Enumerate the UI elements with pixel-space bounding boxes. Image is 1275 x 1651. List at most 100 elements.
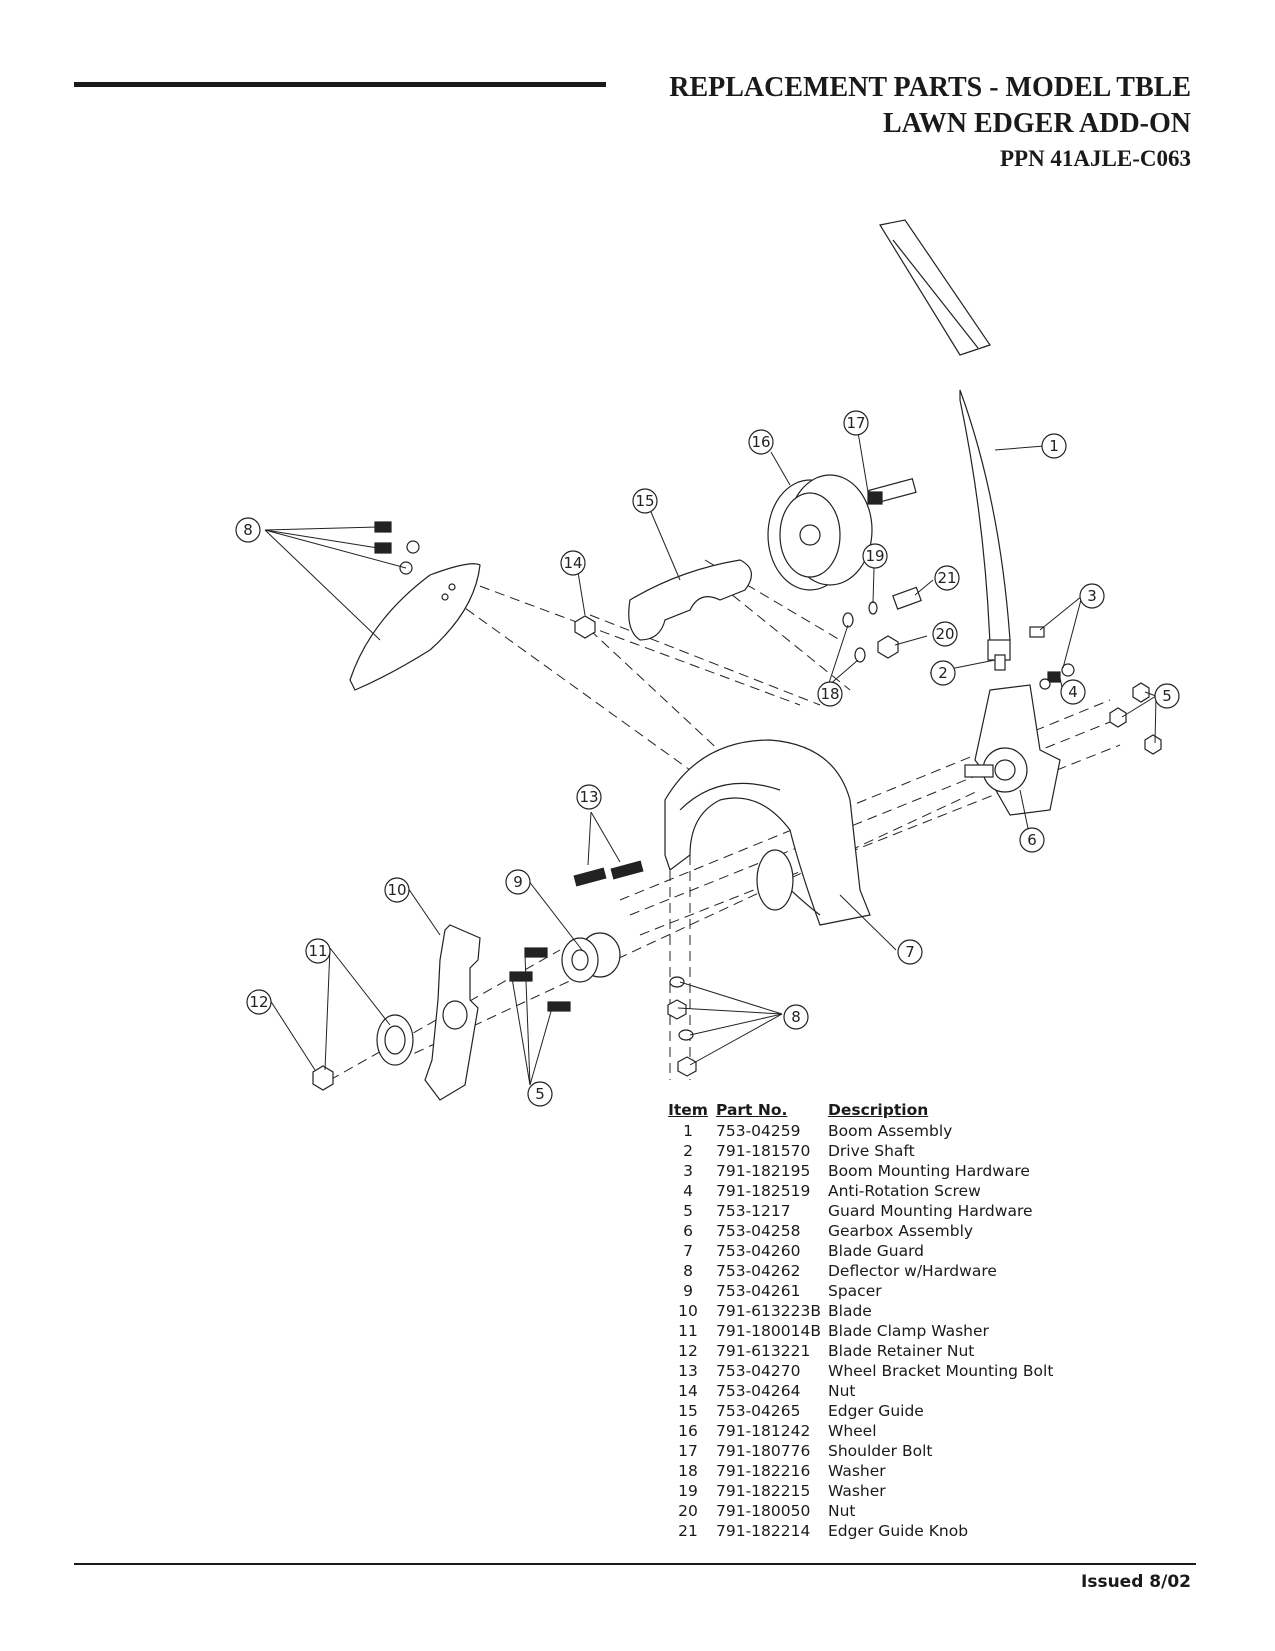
svg-text:11: 11 [308, 942, 327, 960]
callout-7: 7 [897, 939, 923, 965]
svg-text:13: 13 [579, 788, 598, 806]
part-description: Blade Clamp Washer [828, 1322, 989, 1340]
header-rule [74, 82, 606, 87]
svg-text:4: 4 [1068, 683, 1078, 701]
page-title: REPLACEMENT PARTS - MODEL TBLE [669, 72, 1191, 103]
callout-18: 18 [817, 681, 843, 707]
svg-text:6: 6 [1027, 831, 1037, 849]
part-number: 791-613221 [716, 1342, 811, 1360]
part-description: Blade Guard [828, 1242, 925, 1260]
item-number: 14 [678, 1382, 698, 1400]
svg-text:2: 2 [938, 664, 948, 682]
item-number: 18 [678, 1462, 698, 1480]
page-subtitle: LAWN EDGER ADD-ON [882, 108, 1191, 139]
svg-text:18: 18 [820, 685, 839, 703]
item-number: 21 [678, 1522, 698, 1540]
svg-text:7: 7 [905, 943, 915, 961]
part-description: Guard Mounting Hardware [828, 1202, 1033, 1220]
part-number: 791-182216 [716, 1462, 811, 1480]
part-number: 791-181242 [716, 1422, 811, 1440]
item-number: 9 [683, 1282, 693, 1300]
parts-table-header: Item Part No. Description [660, 1099, 1053, 1121]
callout-14: 14 [560, 550, 586, 576]
svg-text:5: 5 [535, 1085, 545, 1103]
part-description: Wheel [828, 1422, 877, 1440]
callout-10: 10 [384, 877, 410, 903]
callout-12: 12 [246, 989, 272, 1015]
part-description: Spacer [828, 1282, 882, 1300]
part-number: 791-182195 [716, 1162, 811, 1180]
table-row: 6 753-04258 Gearbox Assembly [660, 1221, 1053, 1241]
part-number: 791-182519 [716, 1182, 811, 1200]
part-description: Deflector w/Hardware [828, 1262, 997, 1280]
item-number: 4 [683, 1182, 693, 1200]
table-row: 20 791-180050 Nut [660, 1501, 1053, 1521]
part-description: Shoulder Bolt [828, 1442, 933, 1460]
svg-text:8: 8 [243, 521, 253, 539]
callout-5b: 5 [527, 1081, 553, 1107]
header-part-no: Part No. [716, 1101, 788, 1119]
svg-text:20: 20 [935, 625, 954, 643]
callout-3: 3 [1079, 583, 1105, 609]
callout-11: 11 [305, 938, 331, 964]
callout-15: 15 [632, 488, 658, 514]
callout-8b: 8 [783, 1004, 809, 1030]
part-number: 753-04260 [716, 1242, 801, 1260]
header-item: Item [668, 1101, 708, 1119]
item-number: 8 [683, 1262, 693, 1280]
callout-1: 1 [1041, 433, 1067, 459]
part-number: 753-04258 [716, 1222, 801, 1240]
svg-text:12: 12 [249, 993, 268, 1011]
part-description: Washer [828, 1482, 886, 1500]
part-number: 791-180776 [716, 1442, 811, 1460]
item-number: 13 [678, 1362, 698, 1380]
callout-13: 13 [576, 784, 602, 810]
item-number: 3 [683, 1162, 693, 1180]
issued-date: Issued 8/02 [1081, 1572, 1191, 1592]
part-description: Gearbox Assembly [828, 1222, 974, 1240]
part-description: Anti-Rotation Screw [828, 1182, 981, 1200]
part-description: Washer [828, 1462, 886, 1480]
callout-19: 19 [862, 543, 888, 569]
part-number: 791-613223B [716, 1302, 821, 1320]
table-row: 4 791-182519 Anti-Rotation Screw [660, 1181, 1053, 1201]
part-description: Nut [828, 1502, 856, 1520]
item-number: 6 [683, 1222, 693, 1240]
item-number: 15 [678, 1402, 698, 1420]
svg-text:5: 5 [1162, 687, 1172, 705]
item-number: 10 [678, 1302, 698, 1320]
ppn-number: PPN 41AJLE-C063 [999, 146, 1191, 171]
part-number: 791-180050 [716, 1502, 811, 1520]
item-number: 1 [683, 1122, 693, 1140]
item-number: 19 [678, 1482, 698, 1500]
callout-20: 20 [932, 621, 958, 647]
part-description: Blade [828, 1302, 872, 1320]
svg-text:17: 17 [846, 414, 865, 432]
item-number: 20 [678, 1502, 698, 1520]
callout-16: 16 [748, 429, 774, 455]
part-description: Drive Shaft [828, 1142, 915, 1160]
part-number: 753-04265 [716, 1402, 801, 1420]
callout-6: 6 [1019, 827, 1045, 853]
part-number: 753-1217 [716, 1202, 791, 1220]
item-number: 11 [678, 1322, 698, 1340]
part-description: Boom Assembly [828, 1122, 953, 1140]
part-number: 753-04262 [716, 1262, 801, 1280]
svg-text:19: 19 [865, 547, 884, 565]
